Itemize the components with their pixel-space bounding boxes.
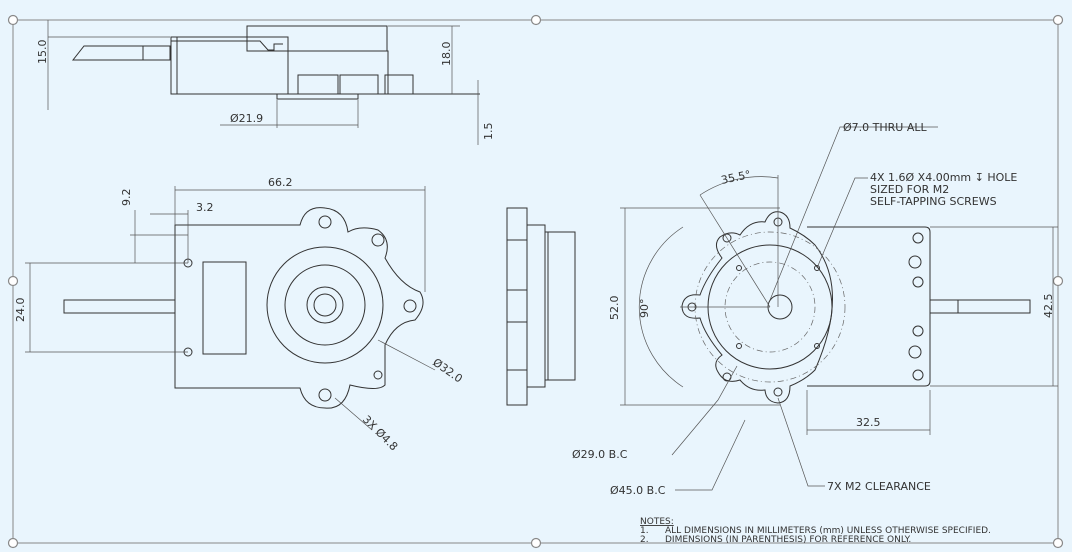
svg-text:DIMENSIONS (IN PARENTHESIS) FO: DIMENSIONS (IN PARENTHESIS) FOR REFERENC…	[665, 535, 911, 545]
dim-front-holes: 3X Ø4.8	[360, 413, 400, 453]
side-view	[506, 207, 576, 406]
resize-handle[interactable]	[1052, 14, 1064, 26]
note-clearance: 7X M2 CLEARANCE	[827, 480, 931, 493]
dim-top-total: 18.0	[440, 42, 453, 67]
right-view	[620, 126, 1058, 491]
resize-handle[interactable]	[7, 275, 19, 287]
dim-angle-90: 90°	[638, 299, 651, 319]
dim-angle-35: 35.5°	[720, 168, 752, 187]
resize-handle[interactable]	[530, 14, 542, 26]
hole-note: 4X 1.6Ø X4.00mm ↧ HOLE SIZED FOR M2 SELF…	[870, 171, 1017, 208]
resize-handle[interactable]	[530, 537, 542, 549]
dim-bc-45: Ø45.0 B.C	[610, 484, 666, 497]
svg-text:4X 1.6Ø X4.00mm ↧ HOLE: 4X 1.6Ø X4.00mm ↧ HOLE	[870, 171, 1017, 184]
dim-top-step: 1.5	[482, 123, 495, 141]
note-thru-all: Ø7.0 THRU ALL	[843, 121, 927, 134]
dim-top-height: 15.0	[36, 40, 49, 65]
resize-handle[interactable]	[7, 537, 19, 549]
resize-handle[interactable]	[1052, 537, 1064, 549]
selection-frame[interactable]	[7, 14, 1064, 549]
top-view	[47, 20, 480, 145]
svg-text:2.: 2.	[640, 535, 649, 545]
dim-bc-29: Ø29.0 B.C	[572, 448, 628, 461]
svg-text:NOTES:: NOTES:	[640, 517, 674, 527]
notes-block: NOTES: 1. ALL DIMENSIONS IN MILLIMETERS …	[640, 517, 991, 545]
svg-text:SELF-TAPPING SCREWS: SELF-TAPPING SCREWS	[870, 195, 997, 208]
resize-handle[interactable]	[7, 14, 19, 26]
dim-right-height: 52.0	[608, 296, 621, 321]
svg-text:SIZED FOR M2: SIZED FOR M2	[870, 183, 949, 196]
dim-top-dia: Ø21.9	[230, 112, 263, 125]
dim-box-height: 42.5	[1042, 294, 1055, 319]
front-view	[25, 186, 436, 431]
dim-box-width: 32.5	[856, 416, 881, 429]
dim-front-height: 24.0	[14, 298, 27, 323]
svg-text:ALL DIMENSIONS IN MILLIMETERS: ALL DIMENSIONS IN MILLIMETERS (mm) UNLES…	[665, 526, 991, 536]
dim-front-dia: Ø32.0	[430, 356, 465, 386]
resize-handle[interactable]	[1052, 275, 1064, 287]
dim-front-offset-x: 3.2	[196, 201, 214, 214]
svg-text:1.: 1.	[640, 526, 649, 536]
dim-front-width: 66.2	[268, 176, 293, 189]
dim-front-offset-y: 9.2	[120, 189, 133, 207]
